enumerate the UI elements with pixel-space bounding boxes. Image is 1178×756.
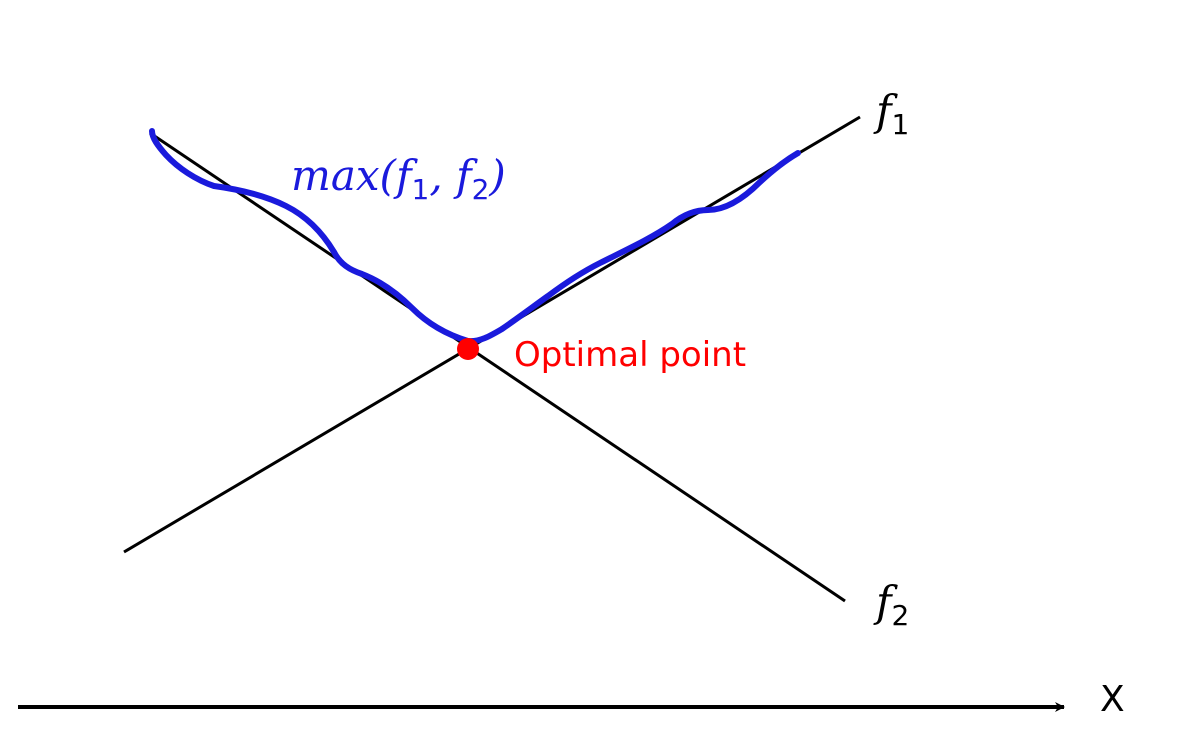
max-curve-label: max(f1, f2): [291, 151, 506, 206]
f2-line: [149, 131, 846, 603]
max-label-f2-sub: 2: [472, 173, 490, 206]
max-label-f1-sub: 1: [412, 173, 430, 206]
f1-label: f1: [873, 86, 909, 141]
optimal-point-marker: [457, 338, 479, 360]
optimal-point-label: Optimal point: [514, 335, 746, 375]
max-label-suffix: ): [488, 151, 505, 200]
f1-label-sub: 1: [892, 108, 910, 141]
max-label-separator: ,: [429, 151, 456, 200]
max-label-prefix: max(: [291, 151, 398, 200]
x-axis-label: X: [1100, 679, 1125, 720]
f2-label-sub: 2: [892, 599, 910, 632]
f2-label: f2: [873, 577, 909, 632]
max-curve: [149, 128, 801, 345]
